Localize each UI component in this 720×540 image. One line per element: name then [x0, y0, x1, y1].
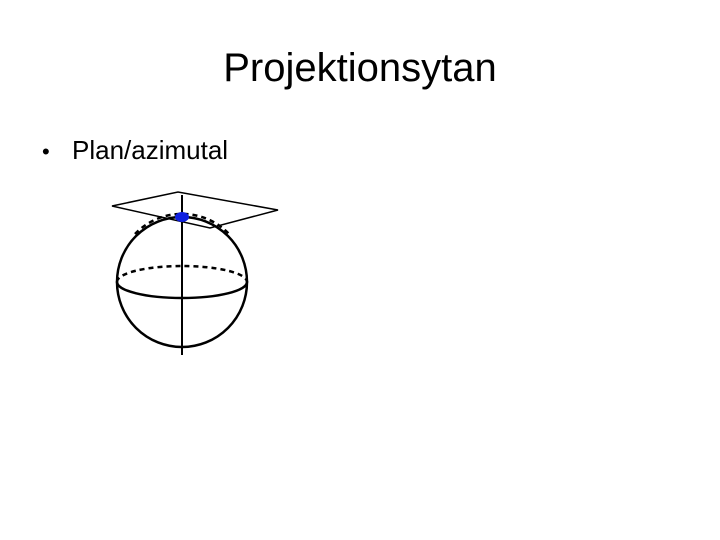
bullet-text: Plan/azimutal	[72, 135, 229, 165]
bullet-list: • Plan/azimutal	[42, 132, 228, 170]
tangent-plane	[111, 191, 279, 229]
bullet-item-plan-azimutal: • Plan/azimutal	[42, 132, 228, 170]
sphere-hidden-arc	[134, 212, 230, 235]
slide-title: Projektionsytan	[223, 46, 497, 90]
bullet-icon: •	[42, 139, 50, 164]
globe-with-tangent-plane-icon	[111, 191, 279, 355]
tangent-point	[175, 212, 189, 222]
equator-back	[115, 264, 249, 283]
